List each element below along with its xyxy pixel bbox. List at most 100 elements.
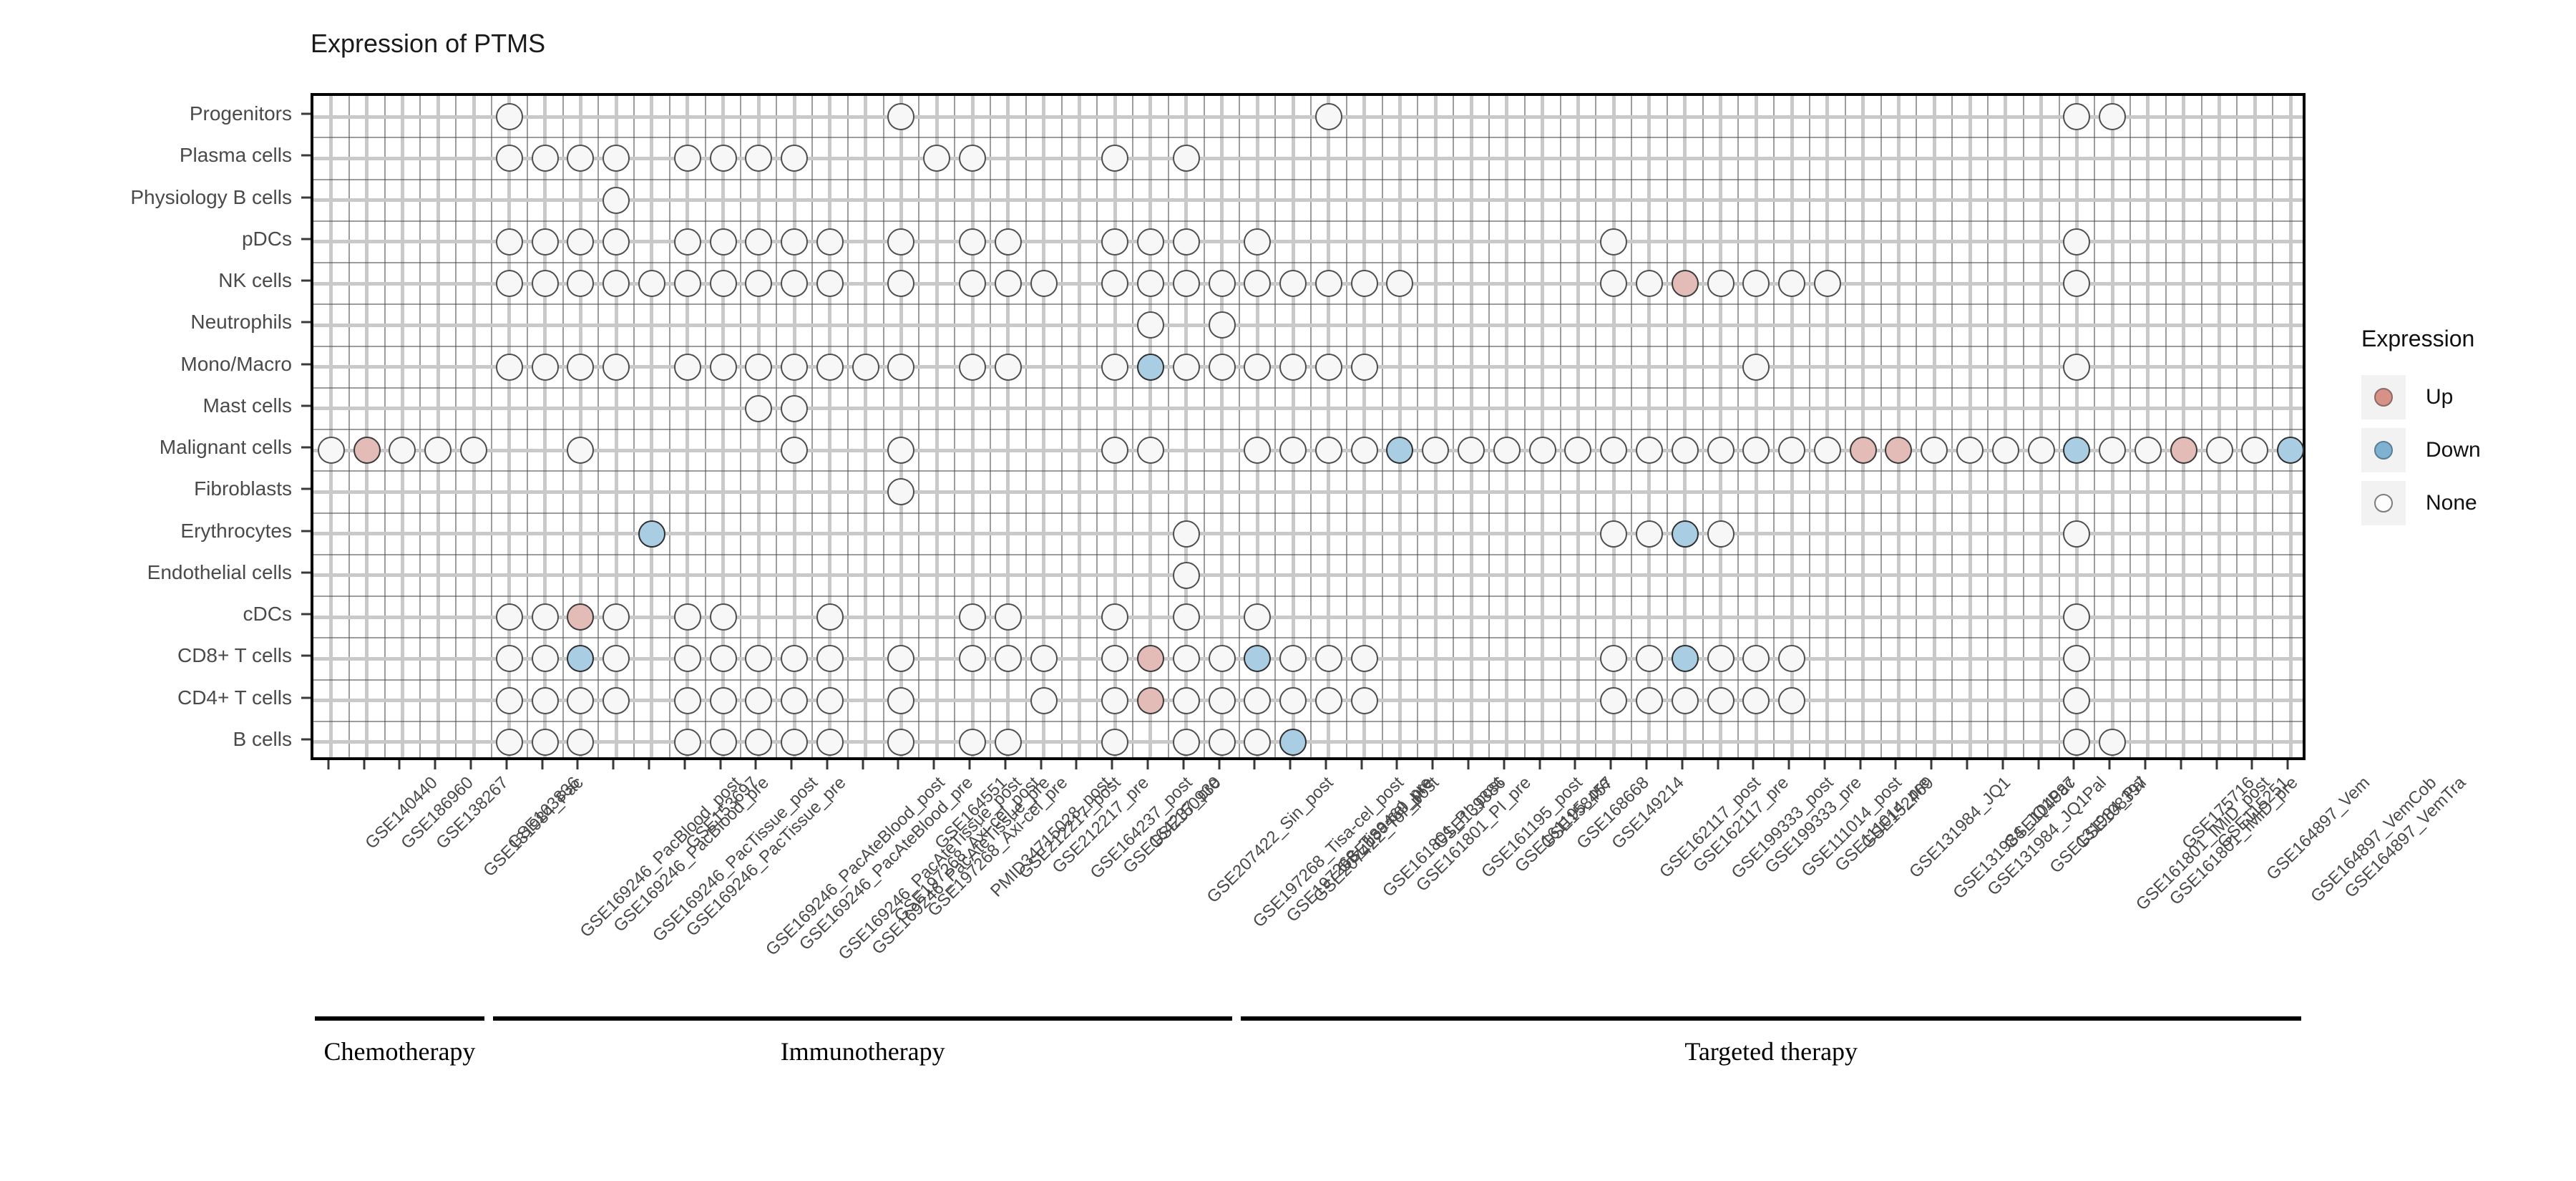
expression-dot[interactable] [1671,437,1699,465]
expression-dot[interactable] [781,270,809,298]
legend-item[interactable]: Down [2361,424,2481,477]
expression-dot[interactable] [1600,228,1628,256]
expression-dot[interactable] [1314,686,1342,714]
expression-dot[interactable] [994,603,1022,631]
expression-dot[interactable] [317,437,345,465]
expression-dot[interactable] [781,645,809,673]
expression-dot[interactable] [2277,437,2305,465]
expression-dot[interactable] [1350,437,1378,465]
expression-dot[interactable] [673,645,701,673]
expression-dot[interactable] [567,728,595,756]
expression-dot[interactable] [531,353,559,381]
expression-dot[interactable] [1635,520,1663,548]
expression-dot[interactable] [1742,686,1770,714]
expression-dot[interactable] [1136,645,1164,673]
expression-dot[interactable] [745,353,773,381]
expression-dot[interactable] [1314,437,1342,465]
expression-dot[interactable] [1314,270,1342,298]
expression-dot[interactable] [1742,353,1770,381]
expression-dot[interactable] [745,228,773,256]
expression-dot[interactable] [745,145,773,172]
expression-dot[interactable] [1600,520,1628,548]
expression-dot[interactable] [673,728,701,756]
expression-dot[interactable] [1244,603,1272,631]
expression-dot[interactable] [2099,103,2127,131]
expression-dot[interactable] [567,353,595,381]
expression-dot[interactable] [602,686,630,714]
expression-dot[interactable] [1564,437,1592,465]
expression-dot[interactable] [1528,437,1556,465]
expression-dot[interactable] [1707,437,1735,465]
expression-dot[interactable] [1671,645,1699,673]
expression-dot[interactable] [495,228,523,256]
expression-dot[interactable] [959,270,987,298]
expression-dot[interactable] [602,353,630,381]
expression-dot[interactable] [1136,228,1164,256]
expression-dot[interactable] [1030,686,1058,714]
expression-dot[interactable] [1172,270,1200,298]
expression-dot[interactable] [531,145,559,172]
expression-dot[interactable] [1350,686,1378,714]
expression-dot[interactable] [1742,270,1770,298]
expression-dot[interactable] [781,353,809,381]
expression-dot[interactable] [887,228,915,256]
expression-dot[interactable] [1279,728,1307,756]
expression-dot[interactable] [495,603,523,631]
expression-dot[interactable] [495,145,523,172]
expression-dot[interactable] [887,437,915,465]
expression-dot[interactable] [994,270,1022,298]
expression-dot[interactable] [531,645,559,673]
expression-dot[interactable] [1350,270,1378,298]
expression-dot[interactable] [745,394,773,422]
expression-dot[interactable] [1136,686,1164,714]
expression-dot[interactable] [1849,437,1877,465]
expression-dot[interactable] [1707,645,1735,673]
expression-dot[interactable] [1244,645,1272,673]
expression-dot[interactable] [745,270,773,298]
expression-dot[interactable] [1101,228,1129,256]
expression-dot[interactable] [602,603,630,631]
expression-dot[interactable] [495,645,523,673]
expression-dot[interactable] [709,353,737,381]
expression-dot[interactable] [2027,437,2055,465]
expression-dot[interactable] [781,686,809,714]
legend-item[interactable]: None [2361,477,2481,530]
expression-dot[interactable] [745,728,773,756]
expression-dot[interactable] [781,145,809,172]
expression-dot[interactable] [816,603,844,631]
expression-dot[interactable] [1742,645,1770,673]
expression-dot[interactable] [816,645,844,673]
expression-dot[interactable] [1386,270,1414,298]
expression-dot[interactable] [1101,645,1129,673]
expression-dot[interactable] [1671,270,1699,298]
expression-dot[interactable] [959,228,987,256]
expression-dot[interactable] [1172,728,1200,756]
expression-dot[interactable] [1279,686,1307,714]
expression-dot[interactable] [567,145,595,172]
expression-dot[interactable] [424,437,452,465]
expression-dot[interactable] [495,353,523,381]
expression-dot[interactable] [745,645,773,673]
expression-dot[interactable] [709,686,737,714]
expression-dot[interactable] [673,353,701,381]
expression-dot[interactable] [1208,645,1236,673]
expression-dot[interactable] [709,728,737,756]
expression-dot[interactable] [887,686,915,714]
expression-dot[interactable] [567,228,595,256]
expression-dot[interactable] [1707,520,1735,548]
expression-dot[interactable] [994,645,1022,673]
expression-dot[interactable] [1671,686,1699,714]
expression-dot[interactable] [1600,686,1628,714]
expression-dot[interactable] [994,228,1022,256]
expression-dot[interactable] [1172,353,1200,381]
expression-dot[interactable] [1314,645,1342,673]
expression-dot[interactable] [602,228,630,256]
expression-dot[interactable] [2170,437,2197,465]
expression-dot[interactable] [1208,728,1236,756]
expression-dot[interactable] [1030,645,1058,673]
expression-dot[interactable] [2134,437,2162,465]
expression-dot[interactable] [2063,228,2091,256]
expression-dot[interactable] [1493,437,1521,465]
expression-dot[interactable] [1707,686,1735,714]
expression-dot[interactable] [1671,520,1699,548]
